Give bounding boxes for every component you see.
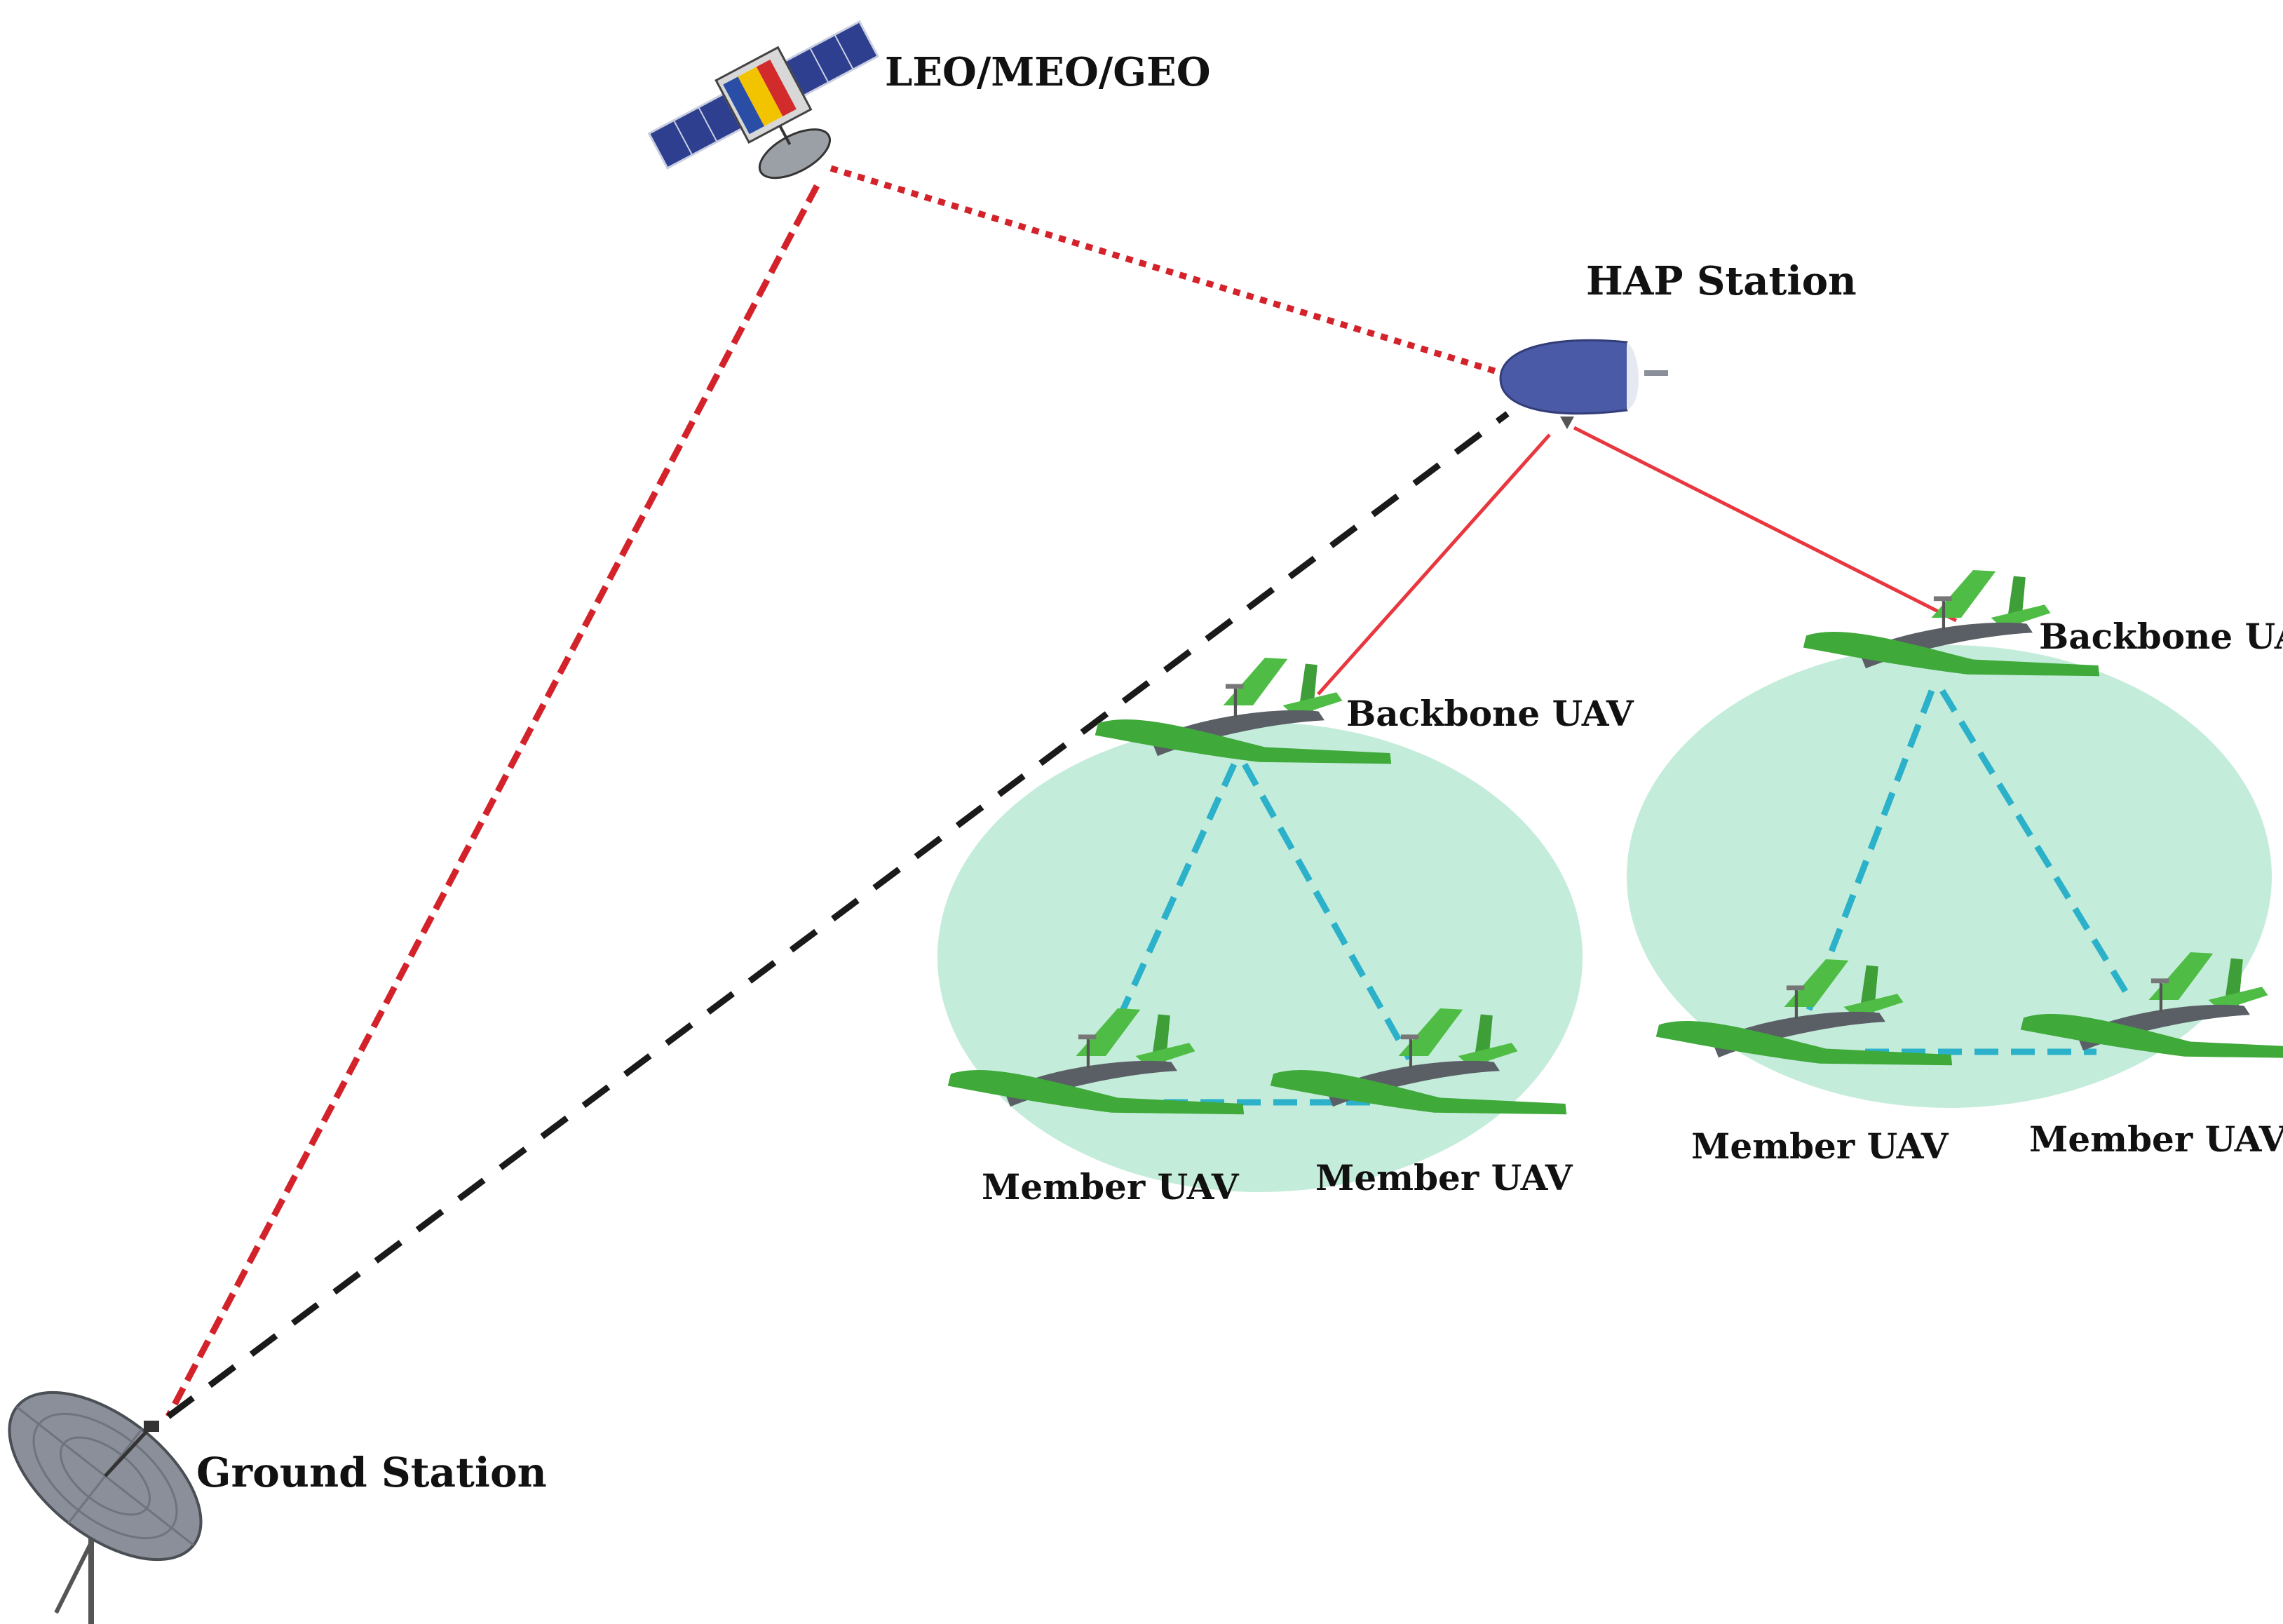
member-uav-right-b-label: Member UAV [2029,1118,2283,1160]
cluster-right-links [1806,689,2131,1055]
ground-hap-link [166,411,1510,1419]
satellite-icon [647,20,880,180]
airship-icon [1499,339,1668,429]
backbone-uav-left-label: Backbone UAV [1346,693,1634,734]
hap-label: HAP Station [1586,258,1857,304]
satellite-label: LEO/MEO/GEO [885,49,1211,95]
satellite-ground-link [165,184,820,1419]
backbone-uav-right-label: Backbone UAV [2039,616,2283,657]
satellite-hap-link [829,165,1498,375]
satellite-dish-icon [8,1390,203,1624]
hap-backbone-right-link [1573,426,1958,623]
cluster-left [937,722,1583,1192]
member-uav-left-a-label: Member UAV [982,1166,1240,1207]
cluster-right [1627,645,2272,1108]
hap-backbone-left-link [1317,433,1551,696]
member-uav-right-a-label: Member UAV [1691,1125,1949,1167]
member-uav-left-b-label: Member UAV [1315,1157,1573,1198]
ground-station-label: Ground Station [196,1449,547,1496]
